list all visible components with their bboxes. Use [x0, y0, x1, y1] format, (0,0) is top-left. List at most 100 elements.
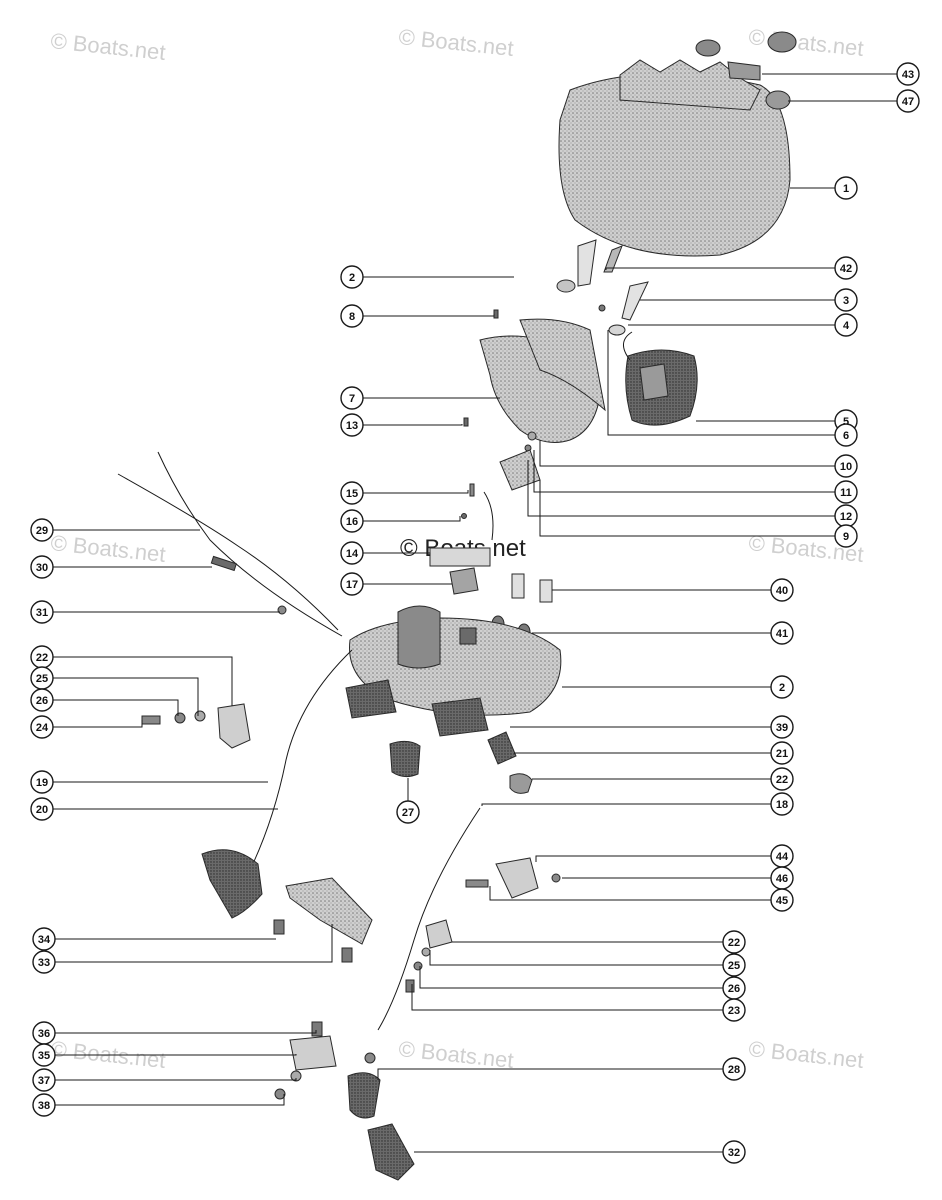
leader-line [535, 855, 771, 862]
callout-number: 43 [902, 69, 914, 81]
callout-10: 10 [834, 454, 858, 478]
callout-22: 22 [770, 767, 794, 791]
callout-25: 25 [722, 953, 746, 977]
callout-circle [32, 950, 56, 974]
callout-number: 30 [36, 562, 48, 574]
leader-line [55, 1094, 285, 1106]
watermark: © Boats.net [49, 530, 166, 567]
callout-46: 46 [770, 866, 794, 890]
callout-circle [770, 792, 794, 816]
callout-22: 22 [722, 930, 746, 954]
callout-circle [30, 518, 54, 542]
callout-number: 44 [776, 851, 789, 863]
callout-number: 22 [728, 937, 740, 949]
leader-line [363, 516, 461, 522]
callout-30: 30 [30, 555, 54, 579]
callout-number: 14 [346, 548, 359, 560]
spark-plug-lead-left [201, 649, 353, 919]
callout-number: 19 [36, 777, 48, 789]
callout-2: 2 [770, 675, 794, 699]
callout-36: 36 [32, 1021, 56, 1045]
callout-22: 22 [30, 645, 54, 669]
callout-number: 29 [36, 525, 48, 537]
leader-line [363, 552, 431, 556]
bracket [273, 877, 373, 963]
callout-16: 16 [340, 509, 364, 533]
callout-circle [770, 715, 794, 739]
callout-number: 4 [843, 320, 850, 332]
callout-45: 45 [770, 888, 794, 912]
leader-line [489, 886, 771, 901]
callout-26: 26 [722, 976, 746, 1000]
callout-12: 12 [834, 504, 858, 528]
clip-assembly-right [465, 857, 561, 899]
callout-38: 38 [32, 1093, 56, 1117]
callout-15: 15 [340, 481, 364, 505]
leader-line [419, 966, 723, 989]
callout-circle [340, 413, 364, 437]
callout-number: 36 [38, 1028, 50, 1040]
watermark: © Boats.net [49, 28, 166, 65]
callout-17: 17 [340, 572, 364, 596]
leader-line [55, 924, 333, 963]
callout-number: 7 [349, 393, 355, 405]
callout-42: 42 [834, 256, 858, 280]
callout-number: 1 [843, 183, 849, 195]
callout-circle [340, 572, 364, 596]
callout-circle [896, 89, 920, 113]
leader-line [481, 803, 771, 806]
leader-line [527, 460, 835, 517]
callout-number: 24 [36, 722, 49, 734]
callout-number: 3 [843, 295, 849, 307]
callout-24: 24 [30, 715, 54, 739]
callout-circle [722, 1140, 746, 1164]
callout-number: 22 [36, 652, 48, 664]
leader-line [55, 1030, 317, 1034]
callout-circle [834, 176, 858, 200]
callout-number: 26 [36, 695, 48, 707]
leader-line [539, 480, 835, 537]
callout-circle [722, 930, 746, 954]
callout-circle [834, 313, 858, 337]
callout-number: 33 [38, 957, 50, 969]
main-housing [345, 605, 562, 737]
leader-lines [53, 73, 897, 1153]
callout-circle [770, 741, 794, 765]
leader-line [411, 984, 723, 1011]
callout-29: 29 [30, 518, 54, 542]
callout-circle [340, 541, 364, 565]
callout-circle [396, 800, 420, 824]
callout-28: 28 [722, 1057, 746, 1081]
callout-4: 4 [834, 313, 858, 337]
callout-39: 39 [770, 715, 794, 739]
callout-41: 41 [770, 621, 794, 645]
callout-number: 42 [840, 263, 852, 275]
studs [491, 573, 553, 641]
flywheel-part [558, 31, 797, 257]
leader-line [53, 720, 143, 728]
leader-line [53, 677, 199, 716]
callout-number: 26 [728, 983, 740, 995]
callout-3: 3 [834, 288, 858, 312]
callout-number: 8 [349, 311, 355, 323]
callout-number: 37 [38, 1075, 50, 1087]
callout-9: 9 [834, 524, 858, 548]
leader-line [429, 950, 723, 966]
callout-40: 40 [770, 578, 794, 602]
callouts: 4347142345610111294041239212218444645222… [30, 62, 920, 1164]
callout-19: 19 [30, 770, 54, 794]
callout-number: 25 [728, 960, 740, 972]
callout-33: 33 [32, 950, 56, 974]
callout-27: 27 [396, 800, 420, 824]
clip-assembly-lower [405, 919, 453, 993]
callout-11: 11 [834, 480, 858, 504]
clamp-assembly [274, 1021, 337, 1100]
callout-circle [340, 481, 364, 505]
callout-number: 27 [402, 807, 414, 819]
callout-number: 12 [840, 511, 852, 523]
callout-18: 18 [770, 792, 794, 816]
watermark: © Boats.net [397, 1036, 514, 1073]
callout-34: 34 [32, 927, 56, 951]
callout-44: 44 [770, 844, 794, 868]
